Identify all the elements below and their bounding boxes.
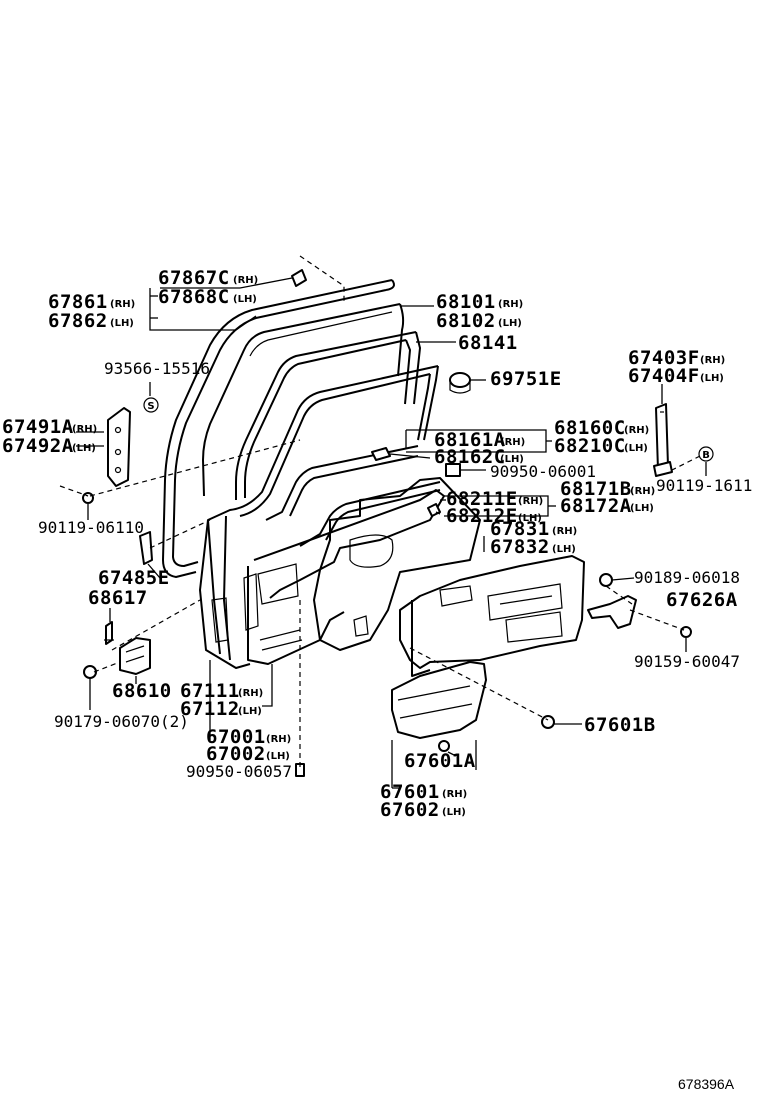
service-hole-cover xyxy=(313,477,481,651)
outside-handle xyxy=(653,403,673,477)
label-93566: 93566-15516 xyxy=(104,359,210,378)
svg-text:(RH): (RH) xyxy=(110,299,135,310)
door-weatherstrip xyxy=(162,279,395,578)
svg-text:(LH): (LH) xyxy=(700,373,724,384)
label-90159-60047: 90159-60047 xyxy=(634,652,740,671)
label-67601A: 67601A xyxy=(404,750,476,772)
label-90119-06110: 90119-06110 xyxy=(38,518,144,537)
label-68141: 68141 xyxy=(458,332,518,354)
label-67601B: 67601B xyxy=(584,714,656,736)
belt-moldings xyxy=(265,445,441,547)
label-90119-1611: 90119-1611 xyxy=(656,476,752,495)
label-90950-06001: 90950-06001 xyxy=(490,462,596,481)
label-67867C: 67867C xyxy=(158,267,230,289)
label-68210C: 68210C xyxy=(554,435,626,457)
label-68211E: 68211E xyxy=(446,488,518,510)
marker-s-icon: S xyxy=(143,397,159,413)
svg-text:(RH): (RH) xyxy=(233,275,258,286)
label-67403F: 67403F xyxy=(628,347,700,369)
svg-text:(RH): (RH) xyxy=(552,526,577,537)
door-check-strap xyxy=(139,531,153,565)
check-bolt xyxy=(82,492,94,504)
label-68161A: 68161A xyxy=(434,429,506,451)
svg-text:(LH): (LH) xyxy=(238,706,262,717)
svg-text:(LH): (LH) xyxy=(518,513,542,524)
label-67002: 67002 xyxy=(206,743,266,765)
label-69751E: 69751E xyxy=(490,368,562,390)
bracket-screw-lower xyxy=(680,626,692,638)
svg-text:(RH): (RH) xyxy=(518,496,543,507)
door-hinge xyxy=(119,637,151,675)
svg-text:S: S xyxy=(147,401,154,412)
label-68212E: 68212E xyxy=(446,505,518,527)
label-67492A: 67492A xyxy=(2,435,74,457)
lock-striker-plate xyxy=(107,407,131,487)
hinge-pin xyxy=(104,621,114,645)
svg-text:(LH): (LH) xyxy=(72,443,96,454)
figure-id: 678396A xyxy=(678,1076,735,1092)
label-90189-06018: 90189-06018 xyxy=(634,568,740,587)
part-labels: 67867C (RH) 67868C (LH) 67861 (RH) 67862… xyxy=(2,267,752,821)
label-67861: 67861 xyxy=(48,291,108,313)
svg-text:(LH): (LH) xyxy=(266,751,290,762)
svg-text:(RH): (RH) xyxy=(624,425,649,436)
label-68162C: 68162C xyxy=(434,446,506,468)
label-68101: 68101 xyxy=(436,291,496,313)
label-67602: 67602 xyxy=(380,799,440,821)
label-68617: 68617 xyxy=(88,587,148,609)
label-67831: 67831 xyxy=(490,518,550,540)
svg-text:(LH): (LH) xyxy=(442,807,466,818)
label-67485E: 67485E xyxy=(98,567,170,589)
svg-text:(LH): (LH) xyxy=(233,294,257,305)
label-90179-06070: 90179-06070(2) xyxy=(54,712,189,731)
label-67601: 67601 xyxy=(380,781,440,803)
label-67862: 67862 xyxy=(48,310,108,332)
svg-text:(LH): (LH) xyxy=(498,318,522,329)
door-frame xyxy=(199,365,439,669)
label-67491A: 67491A xyxy=(2,416,74,438)
glass-run-channel xyxy=(235,331,421,500)
door-glass xyxy=(202,303,405,497)
label-68172A: 68172A xyxy=(560,495,632,517)
svg-text:(RH): (RH) xyxy=(442,789,467,800)
svg-text:(RH): (RH) xyxy=(238,688,263,699)
svg-text:(RH): (RH) xyxy=(500,437,525,448)
glass-run-clip xyxy=(291,255,345,302)
label-67404F: 67404F xyxy=(628,365,700,387)
control-bracket xyxy=(587,595,637,629)
marker-b-icon: B xyxy=(698,446,714,462)
svg-text:(RH): (RH) xyxy=(630,486,655,497)
trim-clips xyxy=(438,715,555,752)
label-68171B: 68171B xyxy=(560,478,632,500)
label-67001: 67001 xyxy=(206,726,266,748)
svg-text:B: B xyxy=(702,450,710,461)
pad-clip xyxy=(371,447,391,461)
svg-text:(RH): (RH) xyxy=(700,355,725,366)
armrest-pocket xyxy=(391,661,487,739)
svg-text:(LH): (LH) xyxy=(624,443,648,454)
label-90950-06057: 90950-06057 xyxy=(186,762,292,781)
svg-text:(LH): (LH) xyxy=(110,318,134,329)
bracket-screw xyxy=(599,573,613,587)
inner-door-panel xyxy=(247,489,445,665)
svg-text:(LH): (LH) xyxy=(500,454,524,465)
label-67868C: 67868C xyxy=(158,286,230,308)
label-67112: 67112 xyxy=(180,698,240,720)
label-68102: 68102 xyxy=(436,310,496,332)
label-67626A: 67626A xyxy=(666,589,738,611)
svg-text:(RH): (RH) xyxy=(72,424,97,435)
label-68610: 68610 xyxy=(112,680,172,702)
label-67832: 67832 xyxy=(490,536,550,558)
label-68160C: 68160C xyxy=(554,417,626,439)
svg-text:(LH): (LH) xyxy=(630,503,654,514)
svg-text:(RH): (RH) xyxy=(498,299,523,310)
label-67111: 67111 xyxy=(180,680,240,702)
door-trim-board xyxy=(399,555,585,677)
svg-text:(RH): (RH) xyxy=(266,734,291,745)
leader-lines xyxy=(59,277,707,789)
stop-cushion xyxy=(449,372,471,394)
svg-text:(LH): (LH) xyxy=(552,544,576,555)
